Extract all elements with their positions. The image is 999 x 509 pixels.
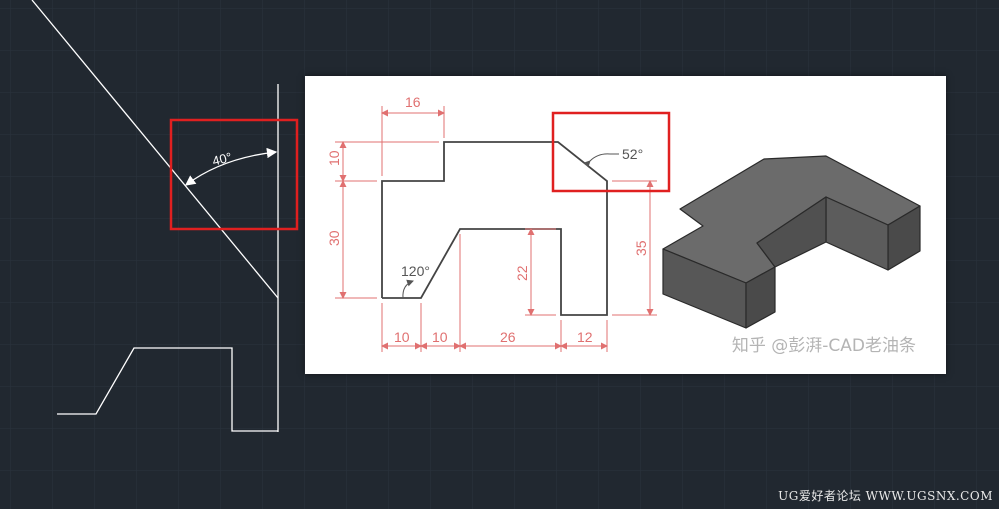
image-watermark: 知乎 @彭湃-CAD老油条: [731, 336, 916, 356]
dim-top-16: 16: [405, 94, 421, 110]
highlight-box-right: [551, 111, 671, 193]
isometric-part: [662, 155, 921, 329]
dim-left-30: 30: [326, 230, 342, 246]
dim-bottom-10a: 10: [394, 329, 410, 345]
angle-arc-120: [402, 279, 414, 299]
reference-image: 16 10 30 35 22 10 10 26 12 120° 52°: [305, 76, 946, 374]
profile-polyline[interactable]: [57, 347, 278, 432]
dimension-lines: [335, 106, 657, 352]
reference-drawing: 16 10 30 35 22 10 10 26 12 120° 52°: [326, 94, 921, 352]
dim-bottom-10b: 10: [432, 329, 448, 345]
highlight-box-left: [169, 118, 299, 231]
dim-slot-22: 22: [514, 265, 530, 281]
part-profile: [381, 141, 608, 316]
forum-watermark: UG爱好者论坛 WWW.UGSNX.COM: [778, 489, 993, 503]
dim-bottom-26: 26: [500, 329, 516, 345]
dim-bottom-12: 12: [577, 329, 593, 345]
dim-left-10: 10: [326, 150, 342, 166]
angle-label-52: 52°: [622, 146, 643, 162]
angle-label-120: 120°: [401, 263, 430, 279]
dim-right-35: 35: [633, 240, 649, 256]
angle-label-40: 40°: [211, 149, 234, 168]
angle-dimension-arc[interactable]: [184, 147, 278, 186]
diagonal-line[interactable]: [31, 0, 279, 299]
angle-arc-52: [583, 153, 611, 168]
